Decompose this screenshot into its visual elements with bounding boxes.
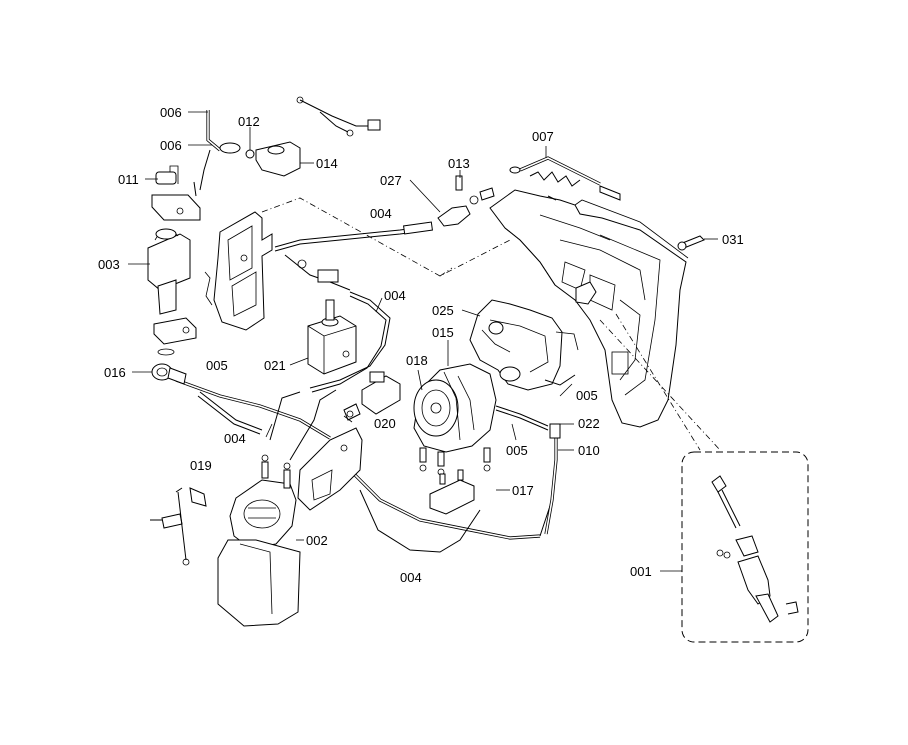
label-004: 004 [370, 206, 392, 221]
label-027: 027 [380, 173, 402, 188]
small-parts-019 [150, 487, 207, 566]
label-005: 005 [506, 443, 528, 458]
label-013: 013 [448, 156, 470, 171]
inset-reference-line [599, 319, 721, 451]
label-019: 019 [190, 458, 212, 473]
connector-011 [155, 165, 179, 185]
label-031: 031 [722, 232, 744, 247]
fitting-027 [437, 175, 495, 227]
label-011: 011 [118, 172, 139, 187]
drip-tray-002 [229, 454, 297, 549]
label-014: 014 [316, 156, 338, 171]
pump-003 [147, 194, 201, 356]
solenoid-021 [307, 299, 357, 375]
spring-007 [509, 156, 621, 201]
label-003: 003 [98, 257, 120, 272]
label-018: 018 [406, 353, 428, 368]
label-004: 004 [224, 431, 246, 446]
part-labels: 006 006 012 014 011 003 005 021 016 004 … [98, 105, 744, 585]
wire-harness-top [296, 96, 381, 137]
hose-network [175, 374, 576, 553]
label-004: 004 [400, 570, 422, 585]
valve-020 [343, 371, 401, 421]
tube-006 [193, 110, 241, 197]
label-001: 001 [630, 564, 652, 579]
thermostat-017 [429, 469, 475, 515]
label-005: 005 [576, 388, 598, 403]
label-021: 021 [264, 358, 286, 373]
valve-014 [245, 141, 301, 177]
inset-reference-line [615, 313, 701, 451]
bracket-mid [297, 427, 363, 511]
label-020: 020 [374, 416, 396, 431]
connector-016 [151, 363, 187, 385]
boiler-015 [413, 363, 497, 476]
label-025: 025 [432, 303, 454, 318]
bracket-005 [204, 211, 273, 331]
label-012: 012 [238, 114, 260, 129]
leader-lines [128, 111, 718, 572]
label-006: 006 [160, 138, 182, 153]
label-010: 010 [578, 443, 600, 458]
label-015: 015 [432, 325, 454, 340]
label-017: 017 [512, 483, 534, 498]
label-002: 002 [306, 533, 328, 548]
screw-031 [677, 235, 705, 251]
label-007: 007 [532, 129, 554, 144]
label-016: 016 [104, 365, 126, 380]
label-004: 004 [384, 288, 406, 303]
label-022: 022 [578, 416, 600, 431]
hose-004 [274, 221, 433, 393]
valve-assembly-001 [711, 475, 799, 623]
label-005: 005 [206, 358, 228, 373]
reference-line [439, 267, 453, 277]
brew-unit-025 [469, 281, 597, 391]
label-006: 006 [160, 105, 182, 120]
inset-box-001 [681, 451, 809, 643]
drip-cover [217, 539, 301, 627]
